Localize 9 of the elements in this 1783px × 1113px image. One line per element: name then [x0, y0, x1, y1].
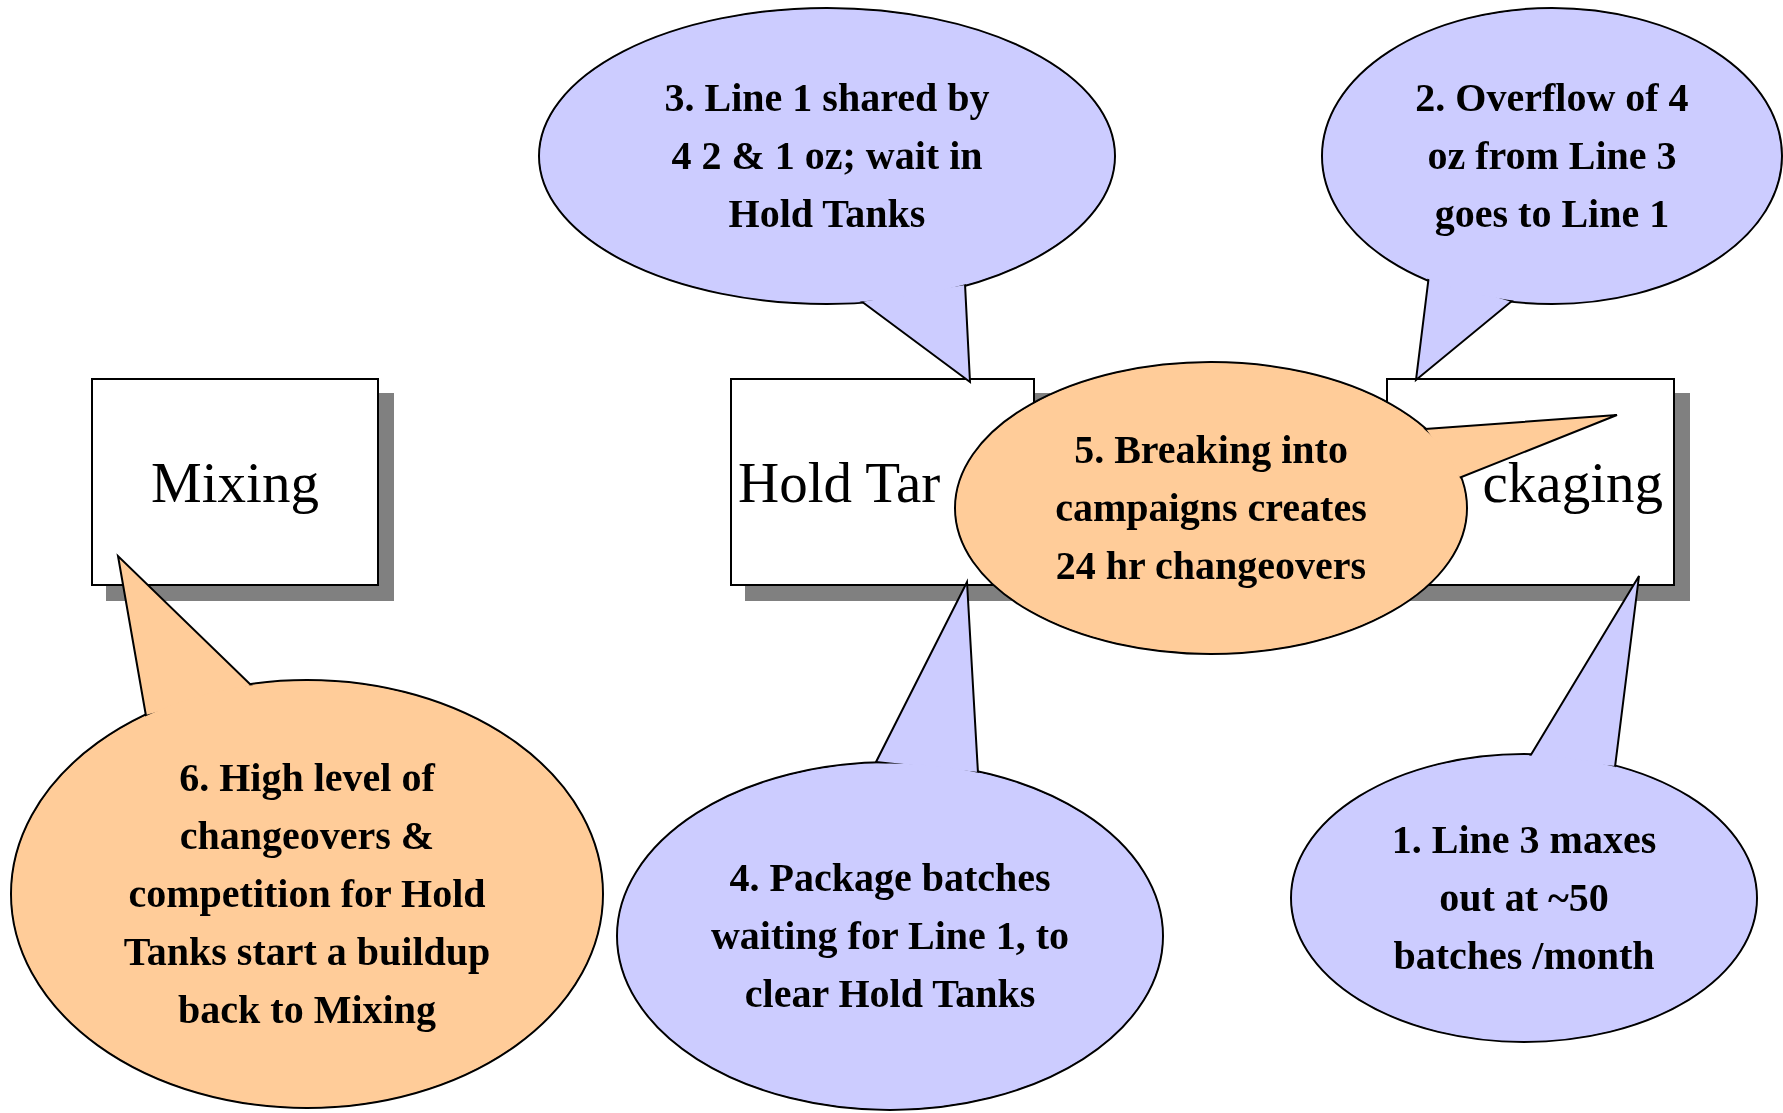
callout-text: 5. Breaking into campaigns creates 24 hr changeovers — [1054, 426, 1368, 590]
box-label: ckaging — [1482, 449, 1663, 515]
box-label: Mixing — [151, 449, 319, 515]
callout-text: 2. Overflow of 4 oz from Line 3 goes to Line 1 — [1414, 74, 1690, 238]
box-label: Hold Tar — [738, 449, 941, 515]
callout-text: 4. Package batches waiting for Line 1, to clear Hold Tanks — [710, 854, 1070, 1018]
callout-text: 1. Line 3 maxes out at ~50 batches /month — [1390, 816, 1658, 980]
callout-text: 6. High level of changeovers & competition for Hold Tanks start a buildup back to Mixing — [122, 754, 492, 1034]
callout-text: 3. Line 1 shared by 4 2 & 1 oz; wait in Hold Tanks — [663, 74, 991, 238]
